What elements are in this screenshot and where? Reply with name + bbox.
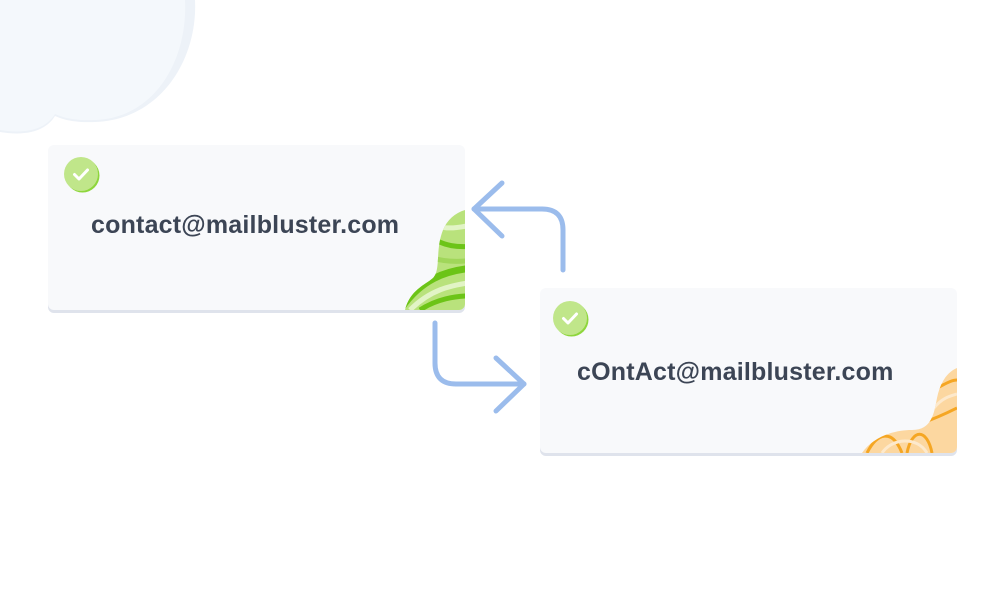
- green-wave-decoration: [405, 210, 465, 310]
- background-blob: [0, 0, 196, 134]
- check-circle-icon: [64, 157, 100, 193]
- email-card-original: contact@mailbluster.com: [48, 145, 465, 310]
- arrow-left-icon: [471, 180, 566, 273]
- orange-wave-decoration: [862, 368, 957, 453]
- email-text: cOntAct@mailbluster.com: [577, 358, 894, 386]
- check-circle-icon: [553, 301, 589, 337]
- arrow-right-icon: [432, 320, 527, 414]
- email-text: contact@mailbluster.com: [91, 211, 400, 239]
- email-card-variant: cOntAct@mailbluster.com: [540, 288, 957, 453]
